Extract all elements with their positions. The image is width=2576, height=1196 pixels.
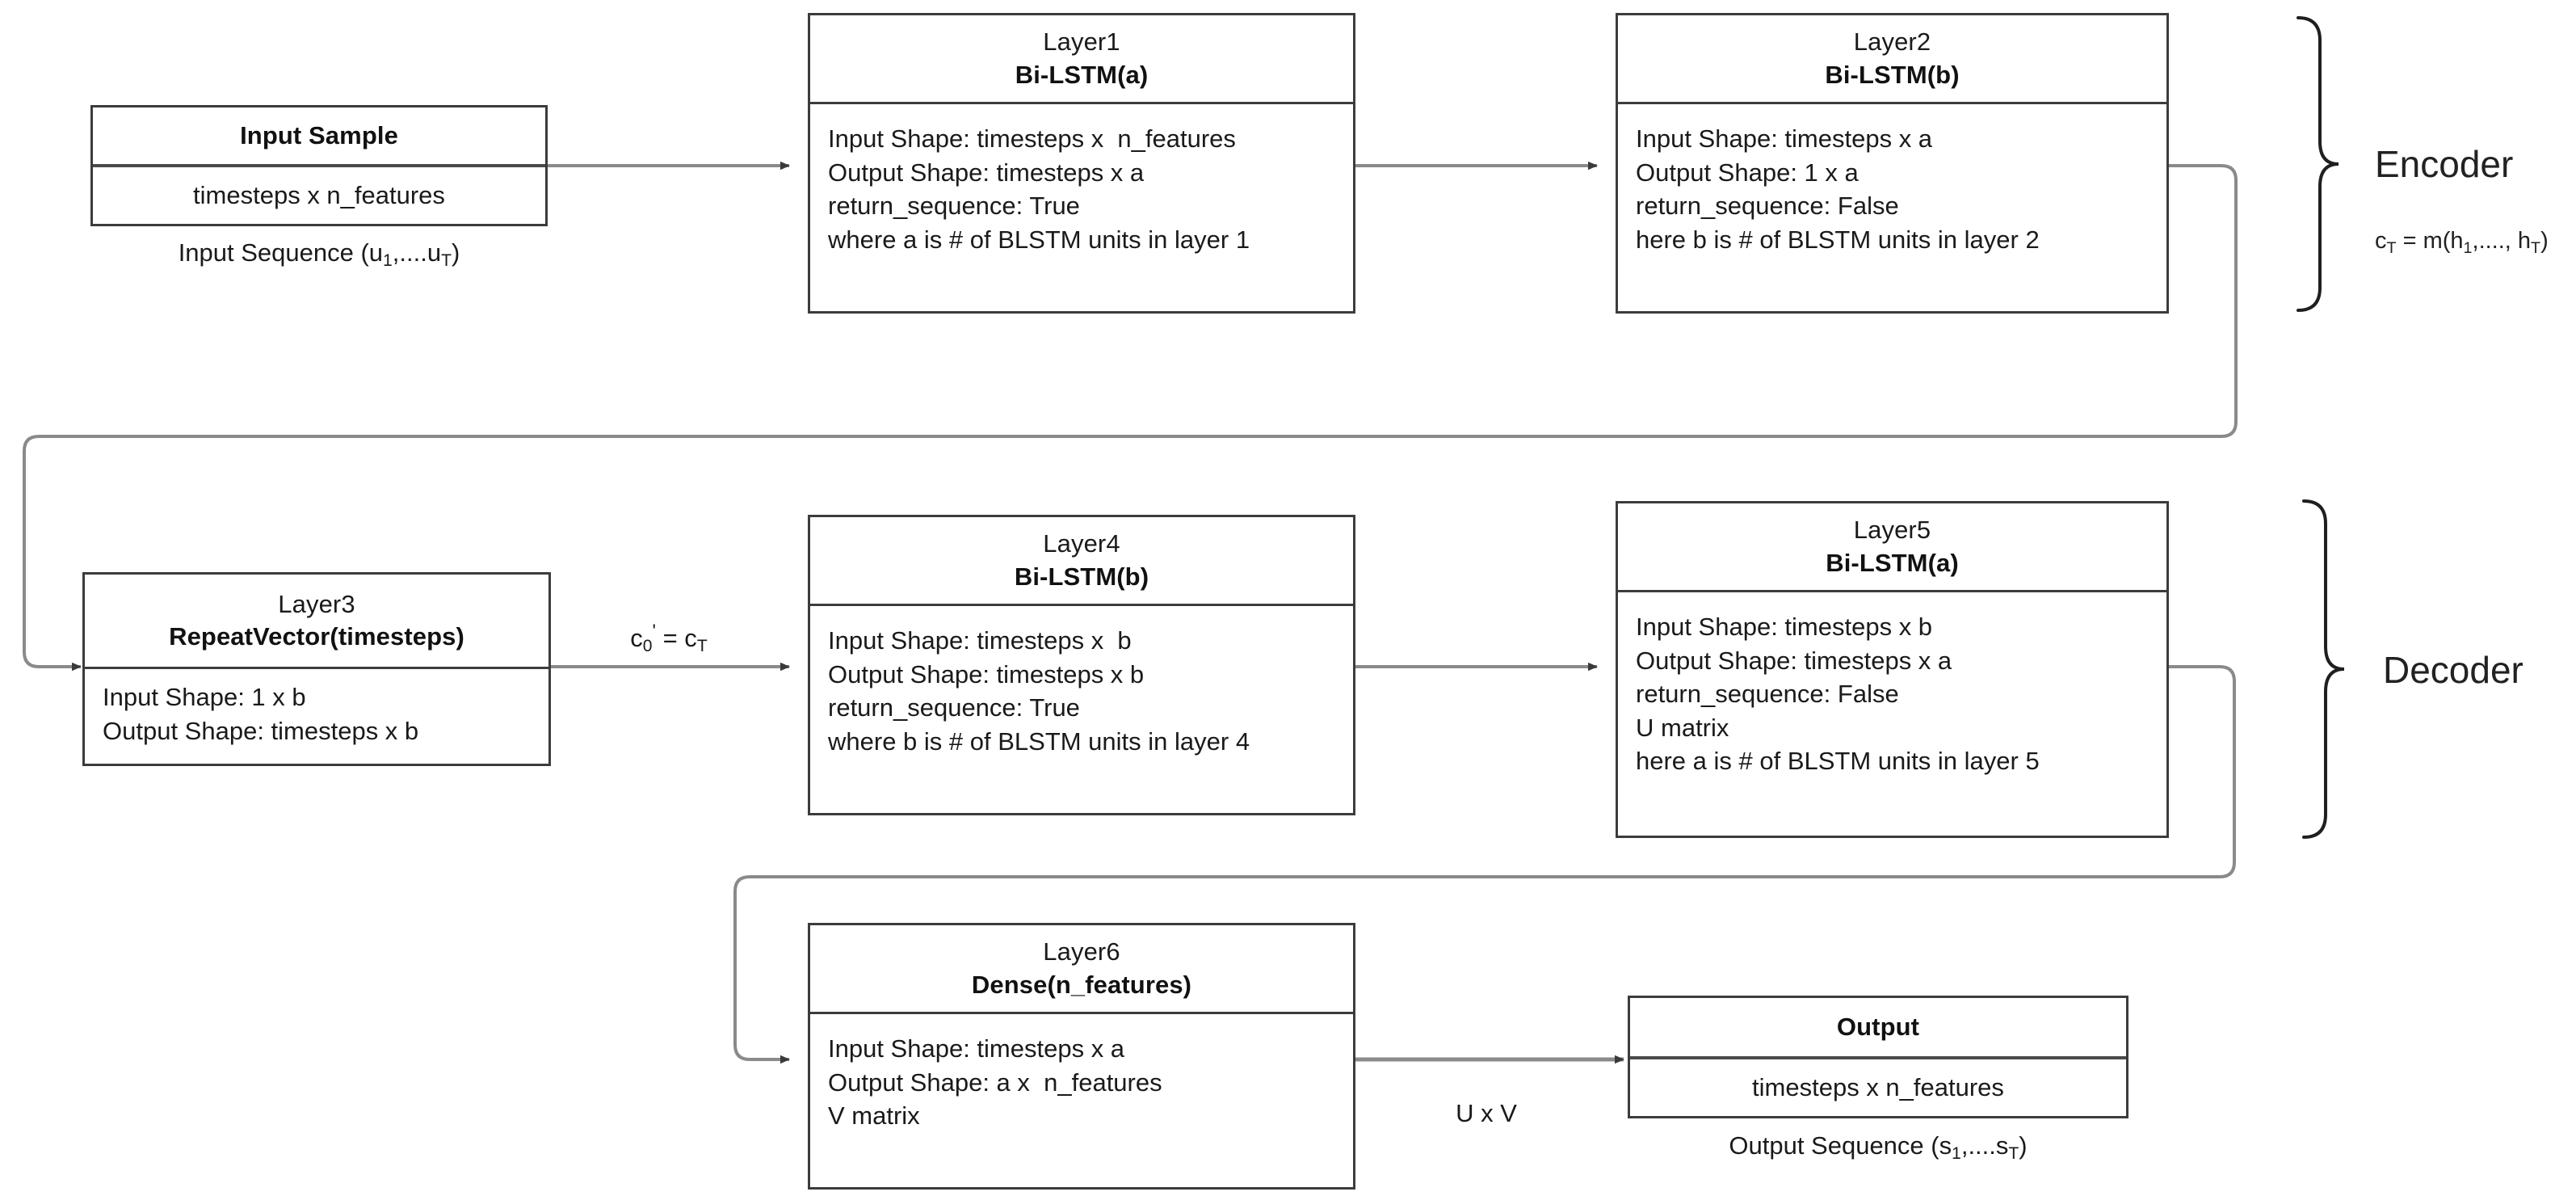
decoder-brace: [2302, 499, 2345, 839]
layer4-output-shape: Output Shape: timesteps x b: [828, 659, 1145, 689]
layer6-type: Dense(n_features): [971, 970, 1192, 999]
encoder-group-label: Encoder: [2375, 142, 2513, 186]
layer6-body: Input Shape: timesteps x a Output Shape:…: [810, 1014, 1353, 1187]
layer2-input-shape: Input Shape: timesteps x a: [1636, 124, 1933, 153]
edge-label-u-times-v: U x V: [1456, 1099, 1517, 1128]
layer4-units-note: where b is # of BLSTM units in layer 4: [828, 726, 1250, 756]
layer3-type: RepeatVector(timesteps): [169, 622, 464, 651]
caption-text: Input Sequence (u: [178, 238, 384, 267]
layer3-index: Layer3: [278, 589, 355, 618]
input-sample-title: Input Sample: [240, 120, 398, 150]
node-output[interactable]: Output timesteps x n_features: [1628, 996, 2128, 1118]
node-layer1[interactable]: Layer1 Bi-LSTM(a) Input Shape: timesteps…: [808, 13, 1355, 314]
output-header: Output: [1630, 998, 2126, 1059]
layer2-type: Bi-LSTM(b): [1825, 60, 1960, 89]
layer5-index: Layer5: [1853, 516, 1931, 545]
encoder-formula-mid: = m(h: [2396, 228, 2464, 254]
encoder-formula-mid2: ,...., h: [2472, 228, 2532, 254]
layer1-units-note: where a is # of BLSTM units in layer 1: [828, 225, 1250, 254]
layer2-units-note: here b is # of BLSTM units in layer 2: [1636, 225, 2040, 254]
encoder-brace: [2297, 16, 2339, 312]
out-caption-text: Output Sequence (s: [1729, 1131, 1952, 1160]
layer4-input-shape: Input Shape: timesteps x b: [828, 626, 1132, 655]
encoder-formula: cT = m(h1,...., hT): [2375, 228, 2549, 257]
edge-label-c: c: [630, 624, 643, 652]
edge-label-sub-0: 0: [642, 637, 653, 656]
decoder-group-label: Decoder: [2383, 648, 2523, 692]
node-layer4[interactable]: Layer4 Bi-LSTM(b) Input Shape: timesteps…: [808, 515, 1355, 815]
edge-label-c0-eq-cT: c0' = cT: [630, 620, 708, 656]
layer2-header: Layer2 Bi-LSTM(b): [1618, 15, 2166, 104]
encoder-formula-end: ): [2540, 228, 2549, 254]
encoder-formula-c: c: [2375, 228, 2387, 254]
layer2-output-shape: Output Shape: 1 x a: [1636, 158, 1859, 187]
node-layer2[interactable]: Layer2 Bi-LSTM(b) Input Shape: timesteps…: [1616, 13, 2169, 314]
layer3-header: Layer3 RepeatVector(timesteps): [85, 575, 548, 669]
layer4-type: Bi-LSTM(b): [1014, 562, 1149, 591]
u-times-v-text: U x V: [1456, 1099, 1517, 1127]
edge-label-eq: = c: [655, 624, 697, 652]
out-caption-sub-2: T: [2008, 1144, 2019, 1164]
layer5-body: Input Shape: timesteps x b Output Shape:…: [1618, 592, 2166, 836]
layer4-header: Layer4 Bi-LSTM(b): [810, 517, 1353, 606]
input-sequence-caption: Input Sequence (u1,....uT): [178, 238, 460, 271]
node-layer6[interactable]: Layer6 Dense(n_features) Input Shape: ti…: [808, 923, 1355, 1190]
layer5-u-matrix: U matrix: [1636, 713, 1729, 742]
encoder-formula-sub-T: T: [2386, 238, 2397, 257]
layer5-output-shape: Output Shape: timesteps x a: [1636, 646, 1952, 675]
layer4-index: Layer4: [1043, 529, 1120, 558]
layer5-header: Layer5 Bi-LSTM(a): [1618, 503, 2166, 592]
node-layer3[interactable]: Layer3 RepeatVector(timesteps) Input Sha…: [82, 572, 551, 766]
layer6-v-matrix: V matrix: [828, 1101, 920, 1131]
layer3-output-shape: Output Shape: timesteps x b: [103, 716, 419, 745]
layer1-header: Layer1 Bi-LSTM(a): [810, 15, 1353, 104]
layer1-input-shape: Input Shape: timesteps x n_features: [828, 124, 1236, 153]
output-body: timesteps x n_features: [1630, 1059, 2126, 1116]
layer1-return-sequence: return_sequence: True: [828, 192, 1080, 221]
output-title: Output: [1836, 1012, 1920, 1041]
layer4-body: Input Shape: timesteps x b Output Shape:…: [810, 606, 1353, 813]
layer2-return-sequence: return_sequence: False: [1636, 192, 1899, 221]
caption-sub-1: 1: [383, 251, 393, 271]
out-caption-sub-1: 1: [1952, 1144, 1961, 1164]
output-sequence-caption: Output Sequence (s1,....sT): [1729, 1131, 2028, 1164]
edge-label-prime: ': [652, 620, 656, 642]
caption-mid: ,....u: [392, 238, 442, 267]
caption-sub-2: T: [441, 251, 452, 271]
layer5-return-sequence: return_sequence: False: [1636, 680, 1899, 709]
node-layer5[interactable]: Layer5 Bi-LSTM(a) Input Shape: timesteps…: [1616, 501, 2169, 838]
output-shape: timesteps x n_features: [1752, 1073, 2004, 1102]
layer2-index: Layer2: [1853, 27, 1931, 57]
layer1-body: Input Shape: timesteps x n_features Outp…: [810, 104, 1353, 311]
layer6-input-shape: Input Shape: timesteps x a: [828, 1034, 1125, 1063]
out-caption-mid: ,....s: [1960, 1131, 2009, 1160]
encoder-label-text: Encoder: [2375, 143, 2514, 185]
layer6-index: Layer6: [1043, 937, 1120, 966]
edge-label-sub-T: T: [696, 637, 708, 656]
input-sample-body: timesteps x n_features: [93, 167, 545, 224]
layer3-body: Input Shape: 1 x b Output Shape: timeste…: [85, 669, 548, 764]
layer6-output-shape: Output Shape: a x n_features: [828, 1068, 1162, 1097]
layer1-type: Bi-LSTM(a): [1015, 60, 1149, 89]
layer5-input-shape: Input Shape: timesteps x b: [1636, 613, 1933, 641]
layer1-output-shape: Output Shape: timesteps x a: [828, 158, 1145, 187]
layer6-header: Layer6 Dense(n_features): [810, 925, 1353, 1014]
encoder-formula-sub-T2: T: [2531, 238, 2541, 257]
layer5-type: Bi-LSTM(a): [1826, 548, 1959, 577]
decoder-label-text: Decoder: [2383, 649, 2523, 691]
encoder-formula-sub-1: 1: [2463, 238, 2473, 257]
layer1-index: Layer1: [1043, 27, 1120, 57]
layer4-return-sequence: return_sequence: True: [828, 693, 1080, 722]
layer3-input-shape: Input Shape: 1 x b: [103, 683, 306, 711]
input-sample-shape: timesteps x n_features: [193, 181, 445, 210]
layer5-units-note: here a is # of BLSTM units in layer 5: [1636, 747, 2040, 776]
input-sample-header: Input Sample: [93, 107, 545, 167]
caption-end: ): [451, 238, 460, 267]
node-input-sample[interactable]: Input Sample timesteps x n_features: [90, 105, 548, 226]
layer2-body: Input Shape: timesteps x a Output Shape:…: [1618, 104, 2166, 311]
out-caption-end: ): [2019, 1131, 2028, 1160]
